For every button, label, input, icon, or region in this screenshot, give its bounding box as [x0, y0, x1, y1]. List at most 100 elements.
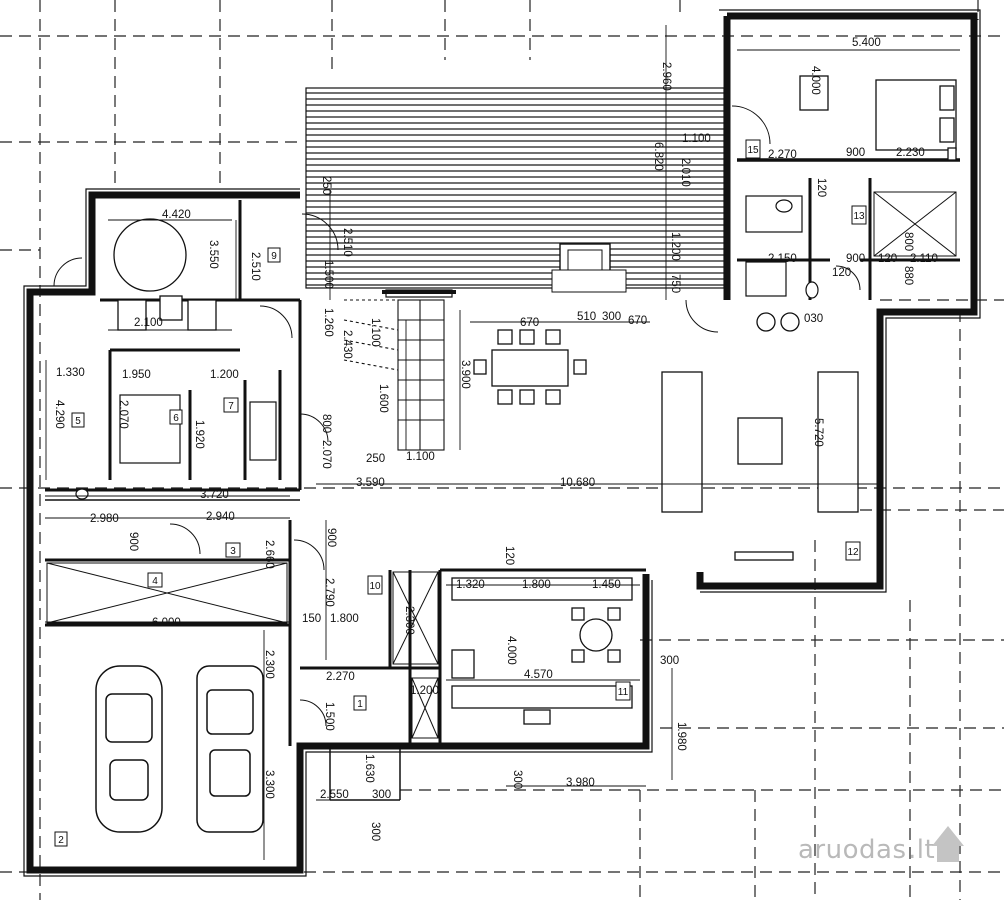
dimension-labels: 5.400 4.000 2.960 1.100 2.270 900 2.230 … [53, 37, 938, 841]
dim-2110: 2.110 [910, 253, 938, 265]
dim-1980: 1.980 [675, 722, 687, 751]
dining-table [473, 329, 587, 405]
dim-3550: 3.550 [207, 240, 219, 269]
dim-030: 030 [804, 313, 823, 325]
terrace-decking [305, 87, 725, 289]
dim-2300-a: 2.300 [403, 606, 415, 635]
dim-1100-c: 1.100 [406, 451, 435, 463]
dim-2070: 2.070 [117, 400, 129, 429]
dim-900-b: 900 [846, 253, 865, 265]
dim-510: 510 [577, 311, 596, 323]
dim-2070-b: 2.070 [320, 440, 332, 469]
lounge-furniture [113, 218, 217, 331]
dim-1500-b: 1.500 [323, 702, 335, 731]
dim-300-c: 300 [511, 770, 523, 789]
dim-2010: 2.010 [679, 158, 691, 187]
room-1: 1 [357, 699, 363, 710]
car-icon [95, 665, 264, 833]
watermark: aruodas .lt [798, 826, 964, 865]
dim-3900: 3.900 [459, 360, 471, 389]
dim-2660: 2.660 [263, 540, 275, 569]
dim-120-d: 120 [503, 546, 515, 565]
dim-1450: 1.450 [592, 579, 621, 591]
room-13: 13 [853, 211, 865, 222]
dim-670-b: 670 [628, 315, 647, 327]
dim-2150: 2.150 [768, 253, 797, 265]
dim-1100-b: 1.100 [369, 318, 381, 347]
dim-4290: 4.290 [53, 400, 65, 429]
dim-6000: 6.000 [152, 617, 181, 629]
dim-1500: 1.500 [322, 260, 334, 289]
dim-2270: 2.270 [768, 149, 797, 161]
kitchen-furniture [451, 577, 633, 725]
dim-2960: 2.960 [660, 62, 672, 91]
room-15: 15 [747, 145, 759, 156]
dim-1950: 1.950 [122, 369, 151, 381]
room-6: 6 [173, 413, 179, 424]
room-3: 3 [230, 546, 236, 557]
dim-5400: 5.400 [852, 37, 881, 49]
dimension-lines [45, 25, 960, 860]
room-9: 9 [271, 251, 277, 262]
door-swings [53, 105, 861, 727]
room-10: 10 [369, 581, 381, 592]
watermark-text: aruodas [798, 835, 907, 865]
dim-3980: 3.980 [566, 777, 595, 789]
dim-900-c: 900 [127, 532, 139, 551]
dim-4570: 4.570 [524, 669, 553, 681]
room-7: 7 [228, 401, 234, 412]
room-2: 2 [58, 835, 64, 846]
dim-3300: 3.300 [263, 770, 275, 799]
dim-1800-b: 1.800 [522, 579, 551, 591]
dim-670-a: 670 [520, 317, 539, 329]
dim-1200-b: 1.200 [210, 369, 239, 381]
dim-900: 900 [846, 147, 865, 159]
interior-walls [45, 158, 960, 801]
dim-1600: 1.600 [377, 384, 389, 413]
room-4: 4 [152, 576, 158, 587]
dim-5720: 5.720 [812, 418, 824, 447]
dim-3590: 3.590 [356, 477, 385, 489]
dim-1800-a: 1.800 [330, 613, 359, 625]
dim-10680: 10.680 [560, 477, 595, 489]
dim-1200: 1.200 [669, 232, 681, 261]
dim-1330: 1.330 [56, 367, 85, 379]
room-number-tags [54, 139, 867, 847]
dim-4420: 4.420 [162, 209, 191, 221]
dim-4000-b: 4.000 [505, 636, 517, 665]
watermark-suffix: .lt [908, 835, 935, 865]
living-furniture [661, 312, 859, 561]
dim-300-a: 300 [602, 311, 621, 323]
dim-3720: 3.720 [200, 489, 229, 501]
dim-2940: 2.940 [206, 511, 235, 523]
dim-2510-a: 2.510 [249, 252, 261, 281]
dim-2790: 2.790 [323, 578, 335, 607]
dim-1320: 1.320 [456, 579, 485, 591]
room-5: 5 [75, 416, 81, 427]
room-numbers: 1 2 3 4 5 6 7 9 10 11 12 13 15 [58, 145, 865, 846]
dim-300-e: 300 [369, 822, 381, 841]
dim-1200-c: 1.200 [410, 685, 439, 697]
dim-2270-b: 2.270 [326, 671, 355, 683]
staircase [343, 299, 445, 451]
room-11: 11 [618, 687, 629, 698]
dim-1100: 1.100 [682, 133, 711, 145]
dim-2510-b: 2.510 [341, 228, 353, 257]
dim-880: 880 [902, 266, 914, 285]
exterior-walls [26, 12, 978, 874]
dim-150: 150 [302, 613, 321, 625]
dim-2550: 2.550 [320, 789, 349, 801]
bedroom-furniture [799, 75, 957, 161]
dim-800: 800 [902, 232, 914, 251]
dim-2100: 2.100 [134, 317, 163, 329]
dim-120-b: 120 [832, 267, 851, 279]
dim-2230: 2.230 [896, 147, 925, 159]
dim-300-d: 300 [372, 789, 391, 801]
dim-250-b: 250 [366, 453, 385, 465]
dim-2980: 2.980 [90, 513, 119, 525]
bathroom-fixtures [75, 195, 819, 500]
dim-800-b: 800 [320, 414, 332, 433]
storage-closets [46, 191, 957, 739]
dim-900-d: 900 [325, 528, 337, 547]
